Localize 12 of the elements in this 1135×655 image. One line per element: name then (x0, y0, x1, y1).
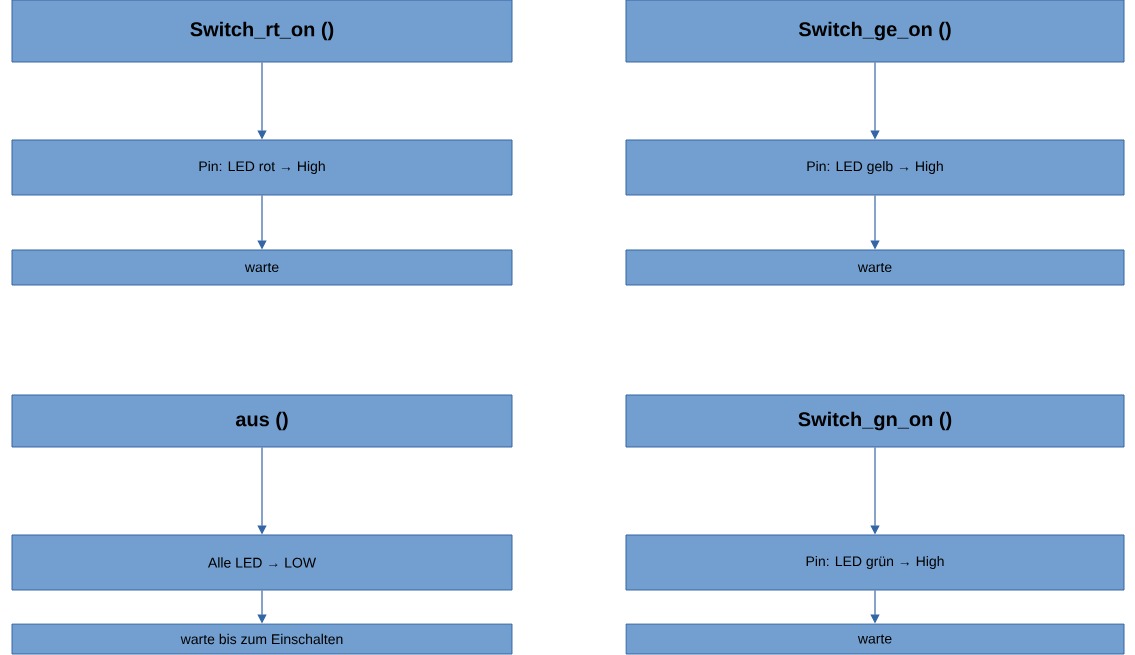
process-box: warte bis zum Einschalten (11, 623, 513, 655)
process-box: Pin: LED gelb → High (625, 139, 1125, 196)
function-title-box: aus () (11, 394, 513, 448)
process-box: warte (625, 249, 1125, 286)
process-box: warte (625, 623, 1125, 655)
process-box: Pin: LED rot → High (11, 139, 513, 196)
process-box: Alle LED → LOW (11, 534, 513, 591)
function-title-box: Switch_gn_on () (625, 394, 1125, 448)
process-box: warte (11, 249, 513, 286)
function-title-box: Switch_ge_on () (625, 0, 1125, 63)
process-box: Pin: LED grün → High (625, 534, 1125, 591)
function-title-box: Switch_rt_on () (11, 0, 513, 63)
